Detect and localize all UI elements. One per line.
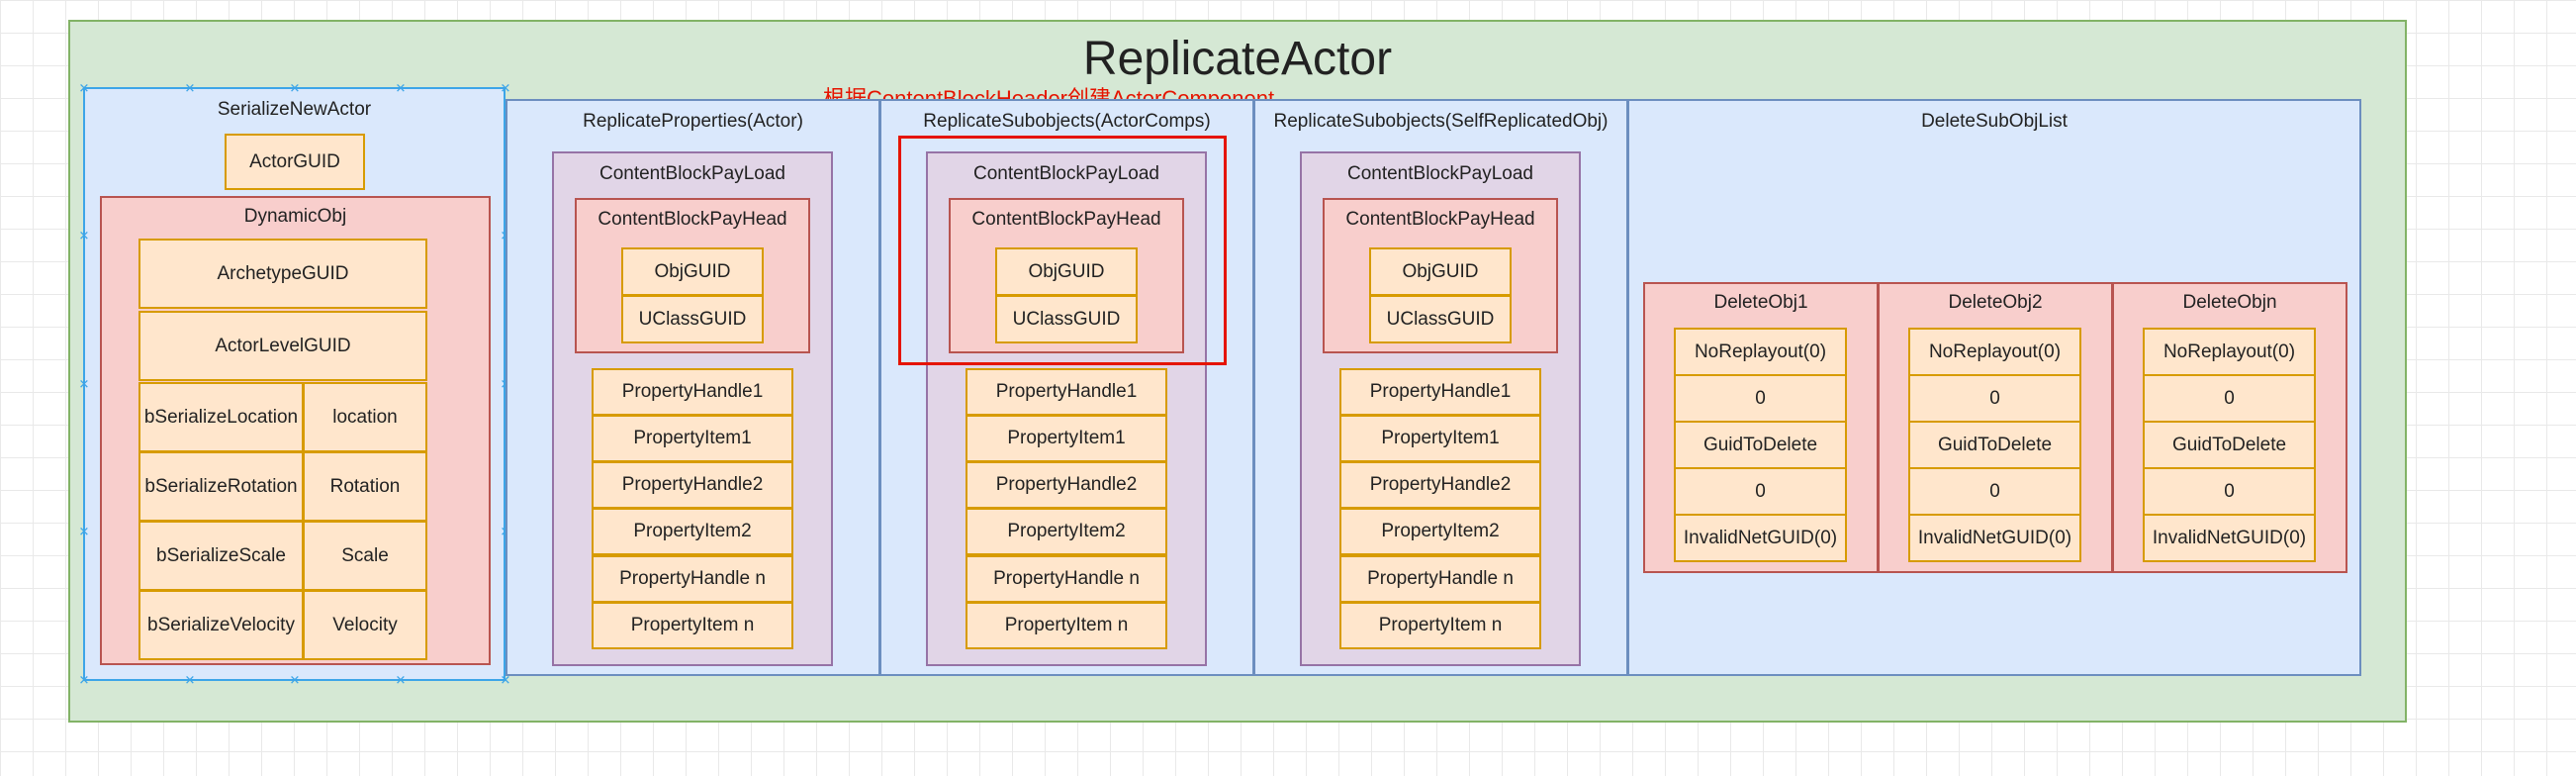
uclass-guid-cell[interactable]: UClassGUID — [1369, 295, 1512, 343]
payload-title: ContentBlockPayLoad — [1346, 163, 1533, 184]
property-cell[interactable]: PropertyItem1 — [1339, 415, 1541, 462]
selection-handle[interactable]: ✕ — [395, 80, 407, 96]
delete-obj-title: DeleteObj1 — [1713, 292, 1808, 313]
value-cell[interactable]: location — [303, 382, 427, 452]
value-cell[interactable]: Rotation — [303, 451, 427, 522]
delete-item-cell[interactable]: 0 — [1908, 467, 2081, 516]
delete-item-cell[interactable]: InvalidNetGUID(0) — [1674, 514, 1847, 562]
property-cell[interactable]: PropertyItem n — [1339, 602, 1541, 649]
delete-item-cell[interactable]: 0 — [1908, 374, 2081, 423]
property-cell[interactable]: PropertyItem2 — [592, 508, 793, 555]
flag-cell[interactable]: bSerializeRotation — [138, 451, 304, 522]
delete-item-cell[interactable]: 0 — [1674, 467, 1847, 516]
property-cell[interactable]: PropertyHandle n — [592, 555, 793, 603]
flag-cell[interactable]: bSerializeScale — [138, 521, 304, 591]
property-cell[interactable]: PropertyHandle n — [966, 555, 1167, 603]
delete-item-cell[interactable]: GuidToDelete — [2143, 421, 2316, 469]
selection-handle[interactable]: ✕ — [184, 80, 196, 96]
delete-item-cell[interactable]: 0 — [2143, 374, 2316, 423]
dynamic-obj-title: DynamicObj — [243, 206, 347, 227]
delete-item-cell[interactable]: 0 — [2143, 467, 2316, 516]
flag-cell[interactable]: bSerializeVelocity — [138, 590, 304, 660]
flag-cell[interactable]: bSerializeLocation — [138, 382, 304, 452]
selection-handle[interactable]: ✕ — [500, 80, 511, 96]
actor-guid-cell[interactable]: ActorGUID — [225, 134, 365, 190]
value-cell[interactable]: Scale — [303, 521, 427, 591]
selection-handle[interactable]: ✕ — [78, 524, 90, 539]
diagram-title: ReplicateActor — [1082, 33, 1393, 85]
highlight-rectangle[interactable] — [898, 136, 1227, 365]
replicate-section-title: ReplicateSubobjects(ActorComps) — [923, 111, 1211, 132]
value-cell[interactable]: Velocity — [303, 590, 427, 660]
uclass-guid-cell[interactable]: UClassGUID — [621, 295, 764, 343]
selection-handle[interactable]: ✕ — [289, 80, 301, 96]
obj-guid-cell[interactable]: ObjGUID — [1369, 247, 1512, 296]
delete-item-cell[interactable]: InvalidNetGUID(0) — [2143, 514, 2316, 562]
replicate-section-title: ReplicateSubobjects(SelfReplicatedObj) — [1273, 111, 1609, 132]
delete-obj-title: DeleteObj2 — [1948, 292, 2043, 313]
delete-item-cell[interactable]: 0 — [1674, 374, 1847, 423]
selection-handle[interactable]: ✕ — [78, 672, 90, 688]
payload-title: ContentBlockPayLoad — [972, 163, 1159, 184]
selection-handle[interactable]: ✕ — [395, 672, 407, 688]
property-cell[interactable]: PropertyHandle n — [1339, 555, 1541, 603]
property-cell[interactable]: PropertyHandle2 — [1339, 461, 1541, 509]
actor-level-guid-cell[interactable]: ActorLevelGUID — [138, 311, 427, 381]
delete-sub-obj-list-title: DeleteSubObjList — [1921, 111, 2068, 132]
delete-obj-title: DeleteObjn — [2182, 292, 2277, 313]
property-cell[interactable]: PropertyItem1 — [592, 415, 793, 462]
delete-item-cell[interactable]: InvalidNetGUID(0) — [1908, 514, 2081, 562]
property-cell[interactable]: PropertyHandle1 — [966, 368, 1167, 416]
content-block-payhead-box[interactable]: ContentBlockPayHead — [1323, 198, 1558, 353]
payhead-title: ContentBlockPayHead — [598, 209, 787, 230]
selection-handle[interactable]: ✕ — [78, 80, 90, 96]
uclass-guid-cell[interactable]: UClassGUID — [995, 295, 1138, 343]
delete-item-cell[interactable]: NoReplayout(0) — [2143, 328, 2316, 376]
property-cell[interactable]: PropertyItem n — [592, 602, 793, 649]
selection-handle[interactable]: ✕ — [289, 672, 301, 688]
obj-guid-cell[interactable]: ObjGUID — [621, 247, 764, 296]
payhead-title: ContentBlockPayHead — [1345, 209, 1535, 230]
selection-handle[interactable]: ✕ — [78, 376, 90, 392]
replicate-section-title: ReplicateProperties(Actor) — [583, 111, 803, 132]
property-cell[interactable]: PropertyItem2 — [1339, 508, 1541, 555]
selection-handle[interactable]: ✕ — [78, 228, 90, 243]
delete-item-cell[interactable]: NoReplayout(0) — [1674, 328, 1847, 376]
property-cell[interactable]: PropertyHandle1 — [592, 368, 793, 416]
property-cell[interactable]: PropertyItem2 — [966, 508, 1167, 555]
property-cell[interactable]: PropertyItem n — [966, 602, 1167, 649]
property-cell[interactable]: PropertyHandle1 — [1339, 368, 1541, 416]
serialize-new-actor-title: SerializeNewActor — [217, 99, 372, 120]
selection-handle[interactable]: ✕ — [500, 672, 511, 688]
archetype-guid-cell[interactable]: ArchetypeGUID — [138, 239, 427, 309]
property-cell[interactable]: PropertyItem1 — [966, 415, 1167, 462]
payhead-title: ContentBlockPayHead — [971, 209, 1161, 230]
delete-item-cell[interactable]: NoReplayout(0) — [1908, 328, 2081, 376]
delete-item-cell[interactable]: GuidToDelete — [1908, 421, 2081, 469]
property-cell[interactable]: PropertyHandle2 — [592, 461, 793, 509]
obj-guid-cell[interactable]: ObjGUID — [995, 247, 1138, 296]
payload-title: ContentBlockPayLoad — [598, 163, 785, 184]
selection-handle[interactable]: ✕ — [184, 672, 196, 688]
property-cell[interactable]: PropertyHandle2 — [966, 461, 1167, 509]
delete-item-cell[interactable]: GuidToDelete — [1674, 421, 1847, 469]
